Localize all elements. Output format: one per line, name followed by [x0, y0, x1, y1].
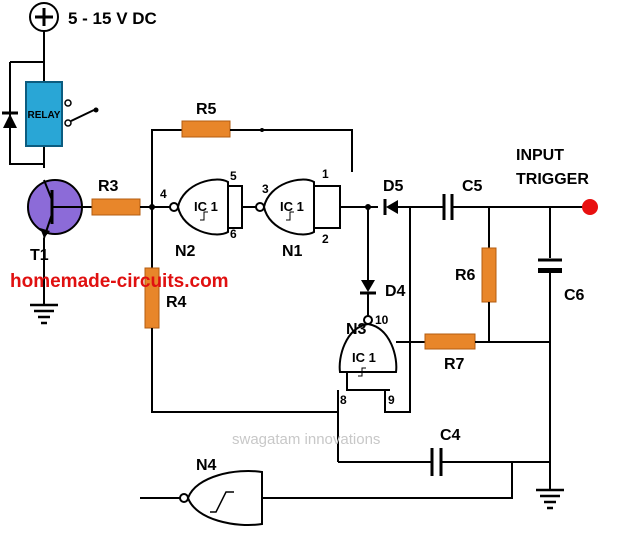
- n2-label: N2: [175, 243, 196, 260]
- ground-t1: [30, 303, 58, 325]
- r6-label: R6: [455, 267, 476, 284]
- n3-pin-9: 9: [388, 393, 395, 407]
- relay: RELAY: [25, 81, 63, 147]
- website-text: homemade-circuits.com: [10, 271, 229, 292]
- resistor-r7: [424, 333, 476, 350]
- n3-pin-10: 10: [375, 313, 389, 327]
- n2-pin-5: 5: [230, 169, 237, 183]
- resistor-r3: [91, 198, 141, 216]
- c5-label: C5: [462, 178, 483, 195]
- resistor-r5: [181, 120, 231, 138]
- n1-pin-3: 3: [262, 182, 269, 196]
- nand-gate-n1: IC 1: [255, 178, 315, 236]
- ground-right: [536, 488, 564, 510]
- n3-ic-label: IC 1: [352, 350, 376, 365]
- n2-ic-label: IC 1: [194, 199, 218, 214]
- r4-label: R4: [166, 294, 187, 311]
- n2-pin-6: 6: [230, 227, 237, 241]
- relay-contacts: [64, 99, 99, 127]
- flyback-diode: [2, 111, 18, 128]
- capacitor-c6: [538, 258, 562, 273]
- r3-label: R3: [98, 178, 119, 195]
- n2-pin-4: 4: [160, 187, 167, 201]
- n1-pin-2: 2: [322, 232, 329, 246]
- relay-label: RELAY: [28, 110, 61, 121]
- supply-terminal: [29, 2, 59, 32]
- diode-d4: [360, 280, 376, 295]
- input-label-line1: INPUT: [516, 147, 564, 164]
- t1-label: T1: [30, 247, 49, 264]
- n3-pin-8: 8: [340, 393, 347, 407]
- transistor-t1: [27, 179, 86, 239]
- r5-label: R5: [196, 101, 217, 118]
- r7-label: R7: [444, 356, 465, 373]
- resistor-r6: [481, 247, 497, 303]
- capacitor-c5: [442, 194, 454, 220]
- nand-gate-n3: IC 1: [338, 315, 398, 377]
- input-label-line2: TRIGGER: [516, 171, 589, 188]
- input-trigger-terminal[interactable]: [582, 199, 598, 215]
- nand-gate-n2: IC 1: [169, 178, 229, 236]
- diode-d5: [383, 199, 398, 215]
- capacitor-c4: [430, 448, 443, 476]
- n1-pin-1: 1: [322, 167, 329, 181]
- supply-label: 5 - 15 V DC: [68, 9, 157, 28]
- d5-label: D5: [383, 178, 404, 195]
- watermark-text: swagatam innovations: [232, 431, 380, 448]
- c6-label: C6: [564, 287, 585, 304]
- n1-label: N1: [282, 243, 303, 260]
- n4-label: N4: [196, 457, 217, 474]
- nand-gate-n4: [179, 470, 263, 526]
- n3-label: N3: [346, 321, 367, 338]
- c4-label: C4: [440, 427, 461, 444]
- d4-label: D4: [385, 283, 406, 300]
- n1-ic-label: IC 1: [280, 199, 304, 214]
